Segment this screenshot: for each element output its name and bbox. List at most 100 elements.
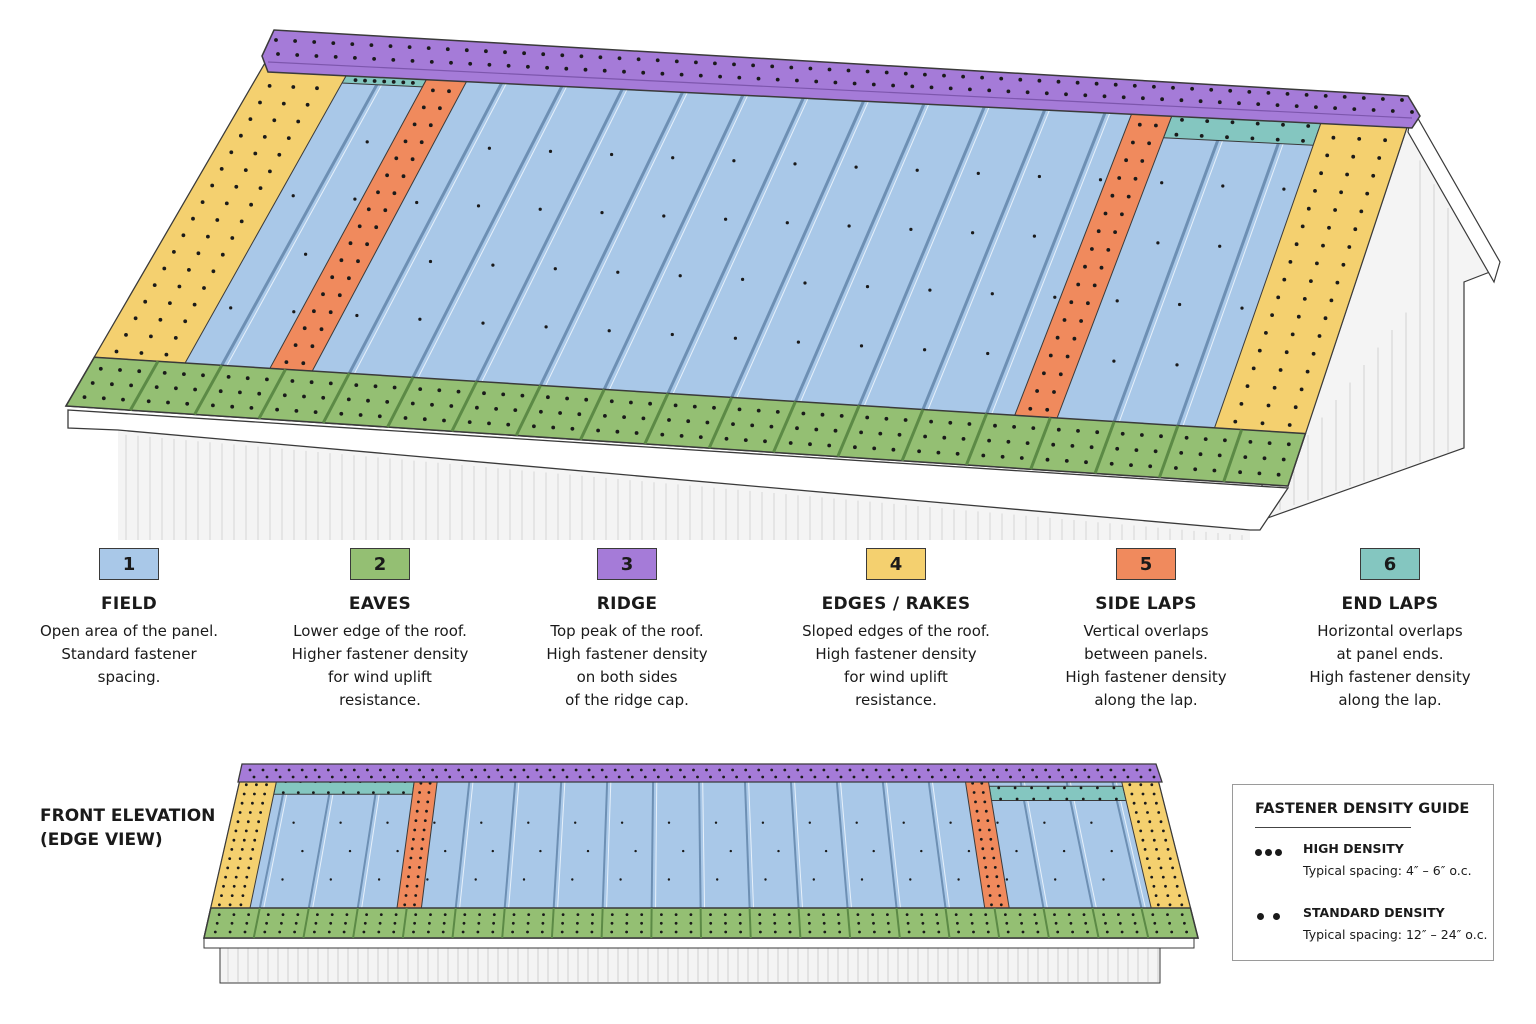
rake-fastener [1333, 208, 1337, 212]
ridge-fastener [903, 71, 908, 76]
side-lap-fastener [310, 344, 315, 349]
legend-swatch: 6 [1360, 548, 1420, 580]
eave-fastener [837, 921, 841, 925]
eave-fastener [437, 388, 442, 393]
rake-fastener [1276, 295, 1281, 300]
side-lap-fastener [990, 847, 994, 851]
eave-rib [501, 907, 506, 939]
rake-fastener [261, 801, 264, 805]
ridge-fastener [274, 768, 278, 772]
eave-fastener [266, 913, 270, 916]
side-lap-fastener [426, 800, 430, 804]
eave-fastener [576, 913, 580, 916]
field-fastener [1015, 849, 1018, 853]
field-fastener [671, 156, 675, 160]
eave-fastener [1248, 440, 1253, 444]
eave-fastener [808, 442, 812, 447]
rake-fastener [255, 829, 259, 833]
ridge-fastener [652, 768, 656, 772]
ridge-fastener [1198, 99, 1203, 104]
ridge-fastener [656, 775, 660, 779]
side-lap-fastener [293, 343, 298, 347]
end-lap-fastener [296, 791, 300, 794]
ridge-fastener [598, 55, 603, 60]
field-fastener [527, 821, 530, 824]
eave-fastener [494, 407, 498, 411]
eave-fastener [278, 930, 282, 934]
eave-rib [451, 907, 457, 939]
rake-fastener [251, 848, 255, 851]
eave-fastener [839, 414, 844, 418]
eave-fastener [615, 429, 620, 434]
ridge-fastener [874, 768, 878, 772]
field-fastener [619, 878, 622, 881]
rake-fastener [236, 820, 240, 824]
panel-rib [643, 82, 812, 445]
field-fastener [1053, 295, 1057, 299]
rake-fastener [251, 801, 254, 805]
ridge-fastener [813, 775, 817, 779]
ridge-fastener [660, 71, 665, 76]
eave-fastener [737, 407, 742, 412]
eave-fastener [758, 913, 762, 916]
eave-fastener [501, 392, 506, 397]
eave-fastener [641, 416, 646, 421]
ridge-fastener [744, 768, 748, 772]
eave-fastener [365, 913, 368, 916]
side-lap-fastener [413, 903, 416, 907]
side-lap-fastener [977, 819, 980, 822]
legend-title: EAVES [348, 594, 412, 614]
eave-fastener [640, 921, 643, 925]
side-lap-fastener [284, 360, 289, 364]
rake-fastener [1278, 368, 1283, 372]
ridge-fastener [636, 57, 641, 62]
ridge-fastener [713, 61, 717, 66]
eave-fastener [673, 403, 678, 408]
field-fastener [796, 340, 801, 344]
panel-rib-highlight [649, 83, 816, 445]
rake-fastener [1157, 857, 1161, 860]
eave-fastener [442, 921, 446, 925]
eave-fastener [1153, 921, 1157, 925]
eave-fastener [743, 438, 748, 442]
ridge-fastener [1294, 104, 1299, 108]
field-fastener [1282, 187, 1286, 191]
eave-fastener [467, 420, 472, 424]
ridge-fastener [674, 59, 679, 64]
ridge-fastener [983, 775, 986, 779]
eave-fastener [413, 921, 416, 925]
eave-fastener [1118, 921, 1122, 925]
rake-fastener [238, 811, 242, 814]
rake-fastener [263, 792, 266, 796]
ridge-fastener [848, 768, 852, 772]
rake-fastener [1321, 243, 1325, 248]
eave-rib [797, 907, 802, 939]
eave-fastener [129, 383, 134, 388]
eave-fastener [1102, 913, 1105, 916]
ridge-fastener [431, 768, 434, 772]
ridge-cap [261, 29, 1421, 129]
rake-fastener [1148, 820, 1152, 824]
eave-fastener [674, 913, 678, 916]
ridge-fastener [1057, 768, 1061, 772]
field-fastener [860, 878, 864, 881]
rake-fastener [1141, 792, 1145, 796]
rake-fastener [1311, 351, 1316, 356]
ridge-fastener [942, 73, 946, 78]
ridge-fastener [372, 57, 376, 61]
rake-fastener [1345, 172, 1349, 177]
ridge-fastener [613, 768, 617, 772]
ridge-fastener [487, 62, 492, 67]
field-fastener [1043, 821, 1046, 824]
ridge-fastener [560, 53, 565, 58]
eave-fastener [377, 414, 382, 419]
eave-fastener [281, 913, 285, 916]
field-fastener [678, 274, 682, 278]
side-lap-fastener [987, 828, 991, 832]
eave-fastener [1180, 913, 1184, 916]
eave-fastener [565, 396, 569, 401]
rake-fastener [172, 250, 176, 254]
ridge-fastener [379, 768, 382, 772]
eave-fastener [247, 913, 250, 916]
eave-fastener [290, 379, 295, 383]
